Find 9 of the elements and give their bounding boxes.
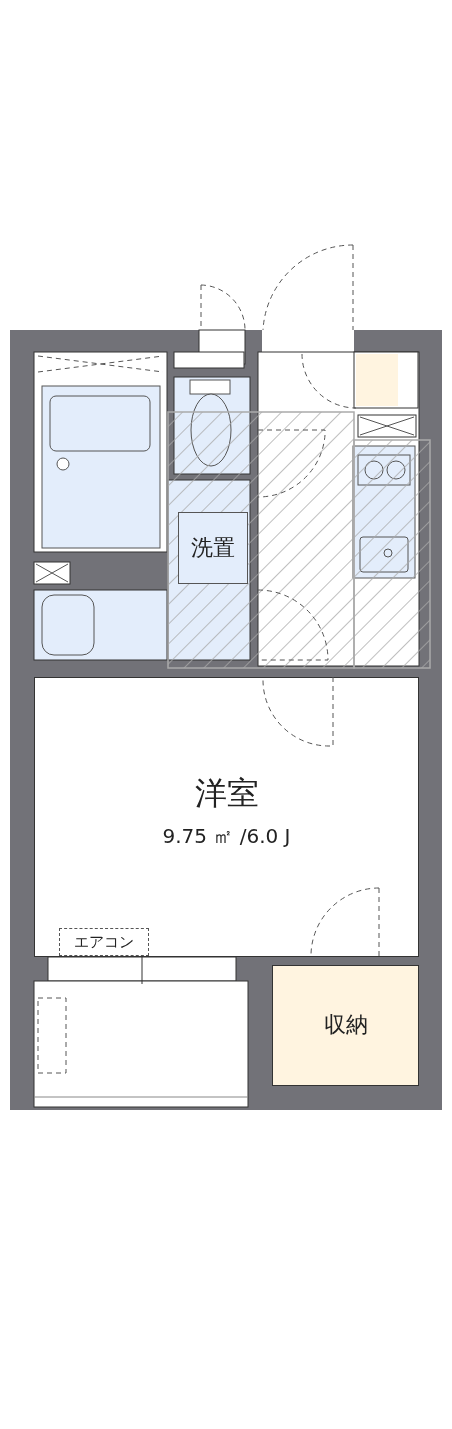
washer-space [178, 512, 248, 584]
room-area [34, 677, 419, 957]
room-label: 洗置 [191, 535, 235, 561]
air-conditioner-outline [59, 928, 149, 956]
room-label: エアコン [74, 933, 134, 951]
area-label: 9.75 ㎡ /6.0 J [162, 825, 291, 848]
room-label: 収納 [323, 1013, 368, 1038]
storage-area [272, 965, 419, 1086]
room-label: 洋室 [194, 776, 259, 812]
